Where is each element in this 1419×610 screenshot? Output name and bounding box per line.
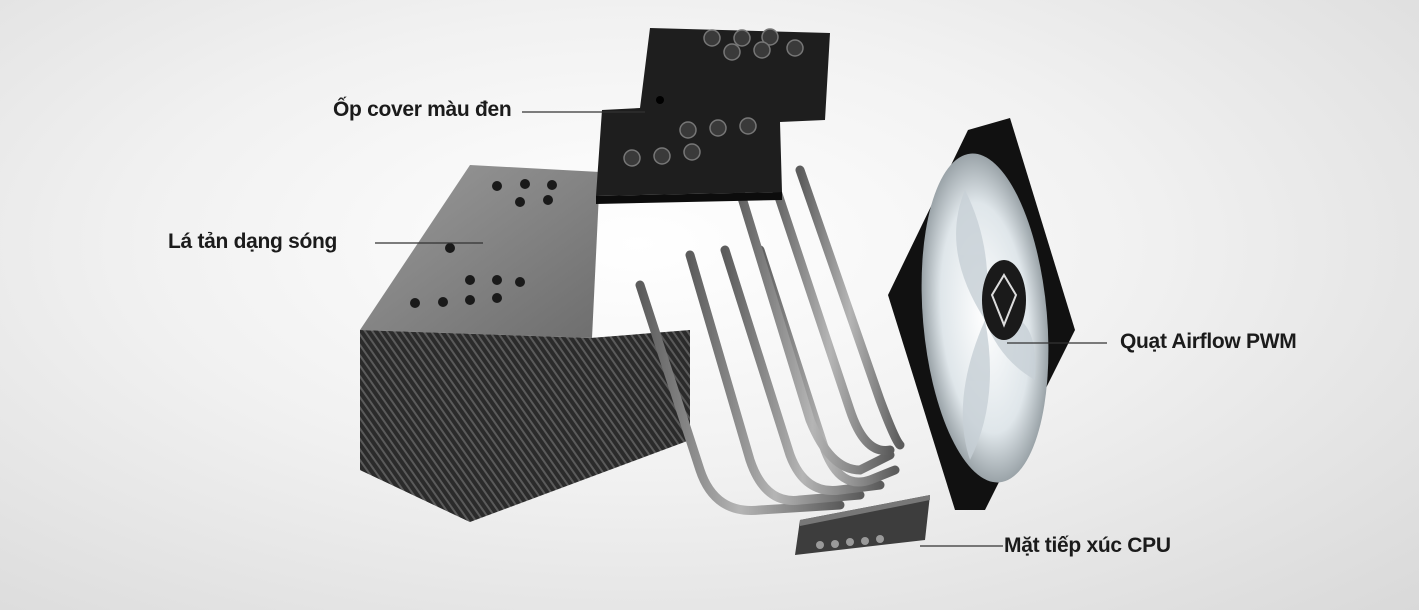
label-cpu-contact: Mặt tiếp xúc CPU: [1004, 534, 1171, 557]
airflow-pwm-fan: [888, 118, 1075, 510]
label-wave-fins: Lá tản dạng sóng: [168, 230, 338, 253]
label-black-cover: Ốp cover màu đen: [333, 98, 512, 121]
black-cover-plate: [596, 28, 830, 204]
label-airflow-fan: Quạt Airflow PWM: [1120, 330, 1297, 353]
cpu-contact-base: [795, 495, 930, 555]
heatsink-fin-stack: [360, 165, 690, 522]
leader-lines: [375, 111, 1107, 547]
heatpipes: [635, 165, 905, 515]
